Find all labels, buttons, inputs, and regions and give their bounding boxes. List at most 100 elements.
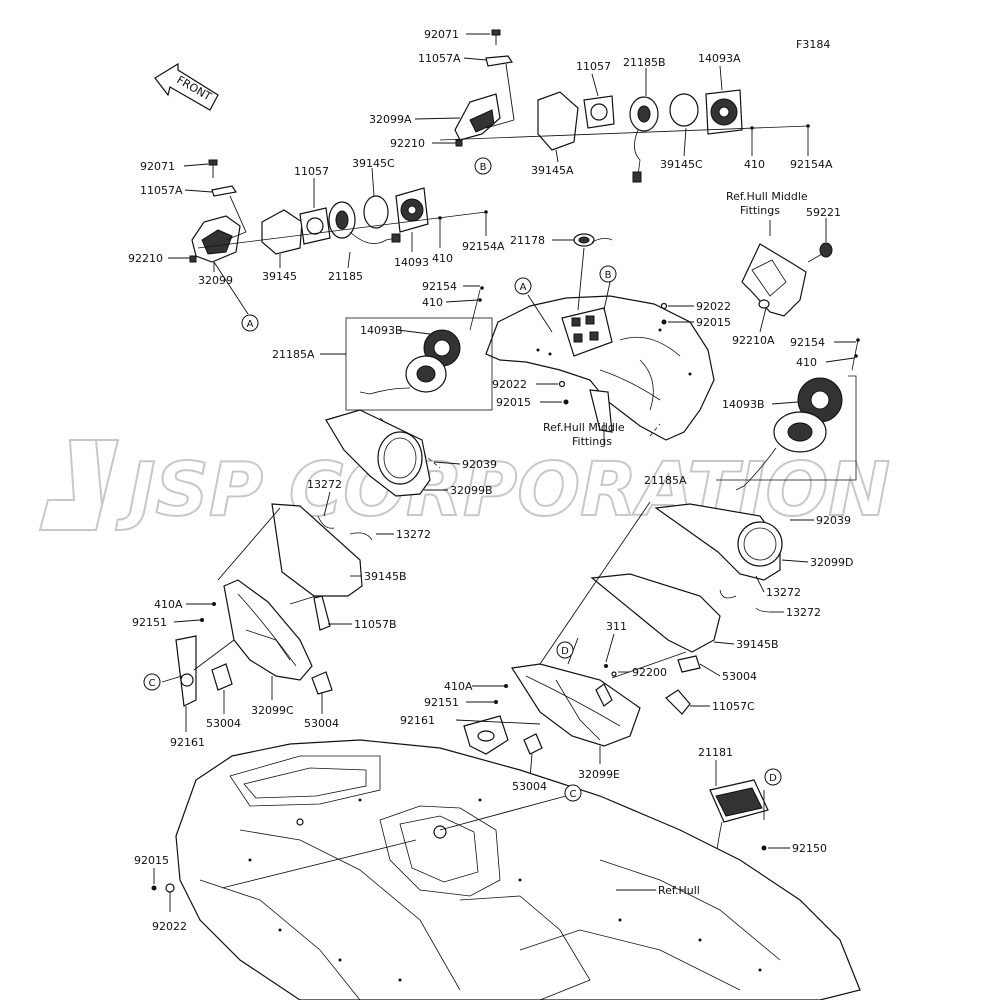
callout-D-module: D: [764, 768, 782, 786]
bracket-11057B: [313, 595, 331, 631]
label-92071-top: 92071: [424, 28, 459, 41]
callout-C-hull: C: [564, 784, 582, 802]
label-92154A-top: 92154A: [790, 158, 833, 171]
label-92210A: 92210A: [732, 334, 775, 347]
svg-text:D: D: [561, 646, 569, 657]
left-lower-cover-assembly: [175, 409, 431, 707]
svg-text:C: C: [570, 789, 577, 800]
label-92015-bottom: 92015: [134, 854, 169, 867]
hull: [175, 739, 861, 1000]
label-53004-b: 53004: [304, 717, 339, 730]
svg-text:C: C: [149, 678, 156, 689]
label-92071-left: 92071: [140, 160, 175, 173]
label-14093B-right: 14093B: [722, 398, 765, 411]
callout-B-console: B: [599, 265, 617, 283]
figure-code: F3184: [796, 38, 830, 51]
label-21178: 21178: [510, 234, 545, 247]
screw-92154A-top: [806, 124, 810, 128]
label-ref-hull-middle-b-1: Ref.Hull Middle: [543, 421, 625, 434]
pad-53004-c: [677, 655, 701, 673]
label-39145A: 39145A: [531, 164, 574, 177]
label-13272-d: 13272: [786, 606, 821, 619]
screw-311: [604, 664, 608, 668]
label-410-left: 410: [432, 252, 453, 265]
label-39145B-left: 39145B: [364, 570, 407, 583]
plate-92161-left: [175, 635, 197, 707]
label-92161-right: 92161: [400, 714, 435, 727]
nut-410-top: [750, 126, 754, 130]
label-92154-mid: 92154: [422, 280, 457, 293]
label-92200: 92200: [632, 666, 667, 679]
label-21185A-right: 21185A: [644, 474, 687, 487]
label-32099A: 32099A: [369, 113, 412, 126]
label-21185: 21185: [328, 270, 363, 283]
speaker-assembly-21185A-left: [345, 286, 493, 411]
clip-13272-d: [755, 607, 771, 613]
label-11057A-left: 11057A: [140, 184, 183, 197]
clip-13272-c: [719, 589, 737, 599]
label-92151-right: 92151: [424, 696, 459, 709]
label-92039-left: 92039: [462, 458, 497, 471]
washer-92022-low: [558, 380, 566, 388]
label-11057-left: 11057: [294, 165, 329, 178]
clip-92210-top: [455, 139, 463, 147]
label-21185B: 21185B: [623, 56, 666, 69]
ring-39145C-top: [669, 93, 699, 127]
label-53004-d: 53004: [512, 780, 547, 793]
pad-53004-b: [311, 671, 333, 695]
label-311: 311: [606, 620, 627, 633]
nut-410A-right: [504, 684, 508, 688]
watermark-text: JSP CORPORATION: [115, 447, 890, 533]
gasket-39145B-right: [590, 573, 721, 653]
switch-21178: [573, 233, 613, 247]
right-lower-cover-assembly: [463, 503, 783, 755]
label-53004-a: 53004: [206, 717, 241, 730]
bracket-11057A-left: [211, 185, 238, 197]
label-13272-a: 13272: [307, 478, 342, 491]
label-ref-hull-middle-a-1: Ref.Hull Middle: [726, 190, 808, 203]
screw-92151-right: [494, 700, 498, 704]
label-53004-c: 53004: [722, 670, 757, 683]
pad-53004-d: [523, 733, 543, 755]
callout-A-upper: A: [241, 314, 259, 332]
label-ref-hull-middle-a-2: Fittings: [740, 204, 780, 217]
label-14093A: 14093A: [698, 52, 741, 65]
label-21181: 21181: [698, 746, 733, 759]
bracket-11057A-top: [485, 55, 514, 67]
gasket-39145A: [537, 91, 579, 151]
label-11057C: 11057C: [712, 700, 755, 713]
label-ref-hull: Ref.Hull: [658, 884, 700, 897]
screw-92154A-left: [484, 210, 488, 214]
screw-92015-low: [563, 399, 569, 405]
svg-text:B: B: [480, 162, 487, 173]
screw-92071-left: [208, 159, 218, 178]
label-92015-mid: 92015: [696, 316, 731, 329]
bracket-in-32099E: [595, 683, 613, 707]
label-92154-right: 92154: [790, 336, 825, 349]
left-upper-speaker-assembly: [189, 159, 488, 263]
svg-text:A: A: [520, 282, 527, 293]
label-92151-left: 92151: [132, 616, 167, 629]
callout-D-upper: D: [556, 641, 574, 659]
washer-92022-mid: [660, 302, 668, 310]
label-92161-left: 92161: [170, 736, 205, 749]
callout-A-console: A: [514, 277, 532, 295]
ring-39145C-left: [363, 195, 389, 229]
label-92022-low: 92022: [492, 378, 527, 391]
label-39145B-right: 39145B: [736, 638, 779, 651]
front-arrow: FRONT: [154, 62, 219, 111]
nut-410A-left: [212, 602, 216, 606]
label-32099: 32099: [198, 274, 233, 287]
clip-92210-left: [189, 255, 197, 263]
washer-92022-bottom: [165, 883, 175, 893]
screw-92071-top: [491, 29, 501, 45]
label-39145: 39145: [262, 270, 297, 283]
label-39145C-left: 39145C: [352, 157, 395, 170]
gasket-39145B-left: [271, 503, 363, 597]
top-speaker-assembly: [439, 29, 810, 183]
label-410-mid: 410: [422, 296, 443, 309]
nut-410-left: [438, 216, 442, 220]
label-21185A-left: 21185A: [272, 348, 315, 361]
